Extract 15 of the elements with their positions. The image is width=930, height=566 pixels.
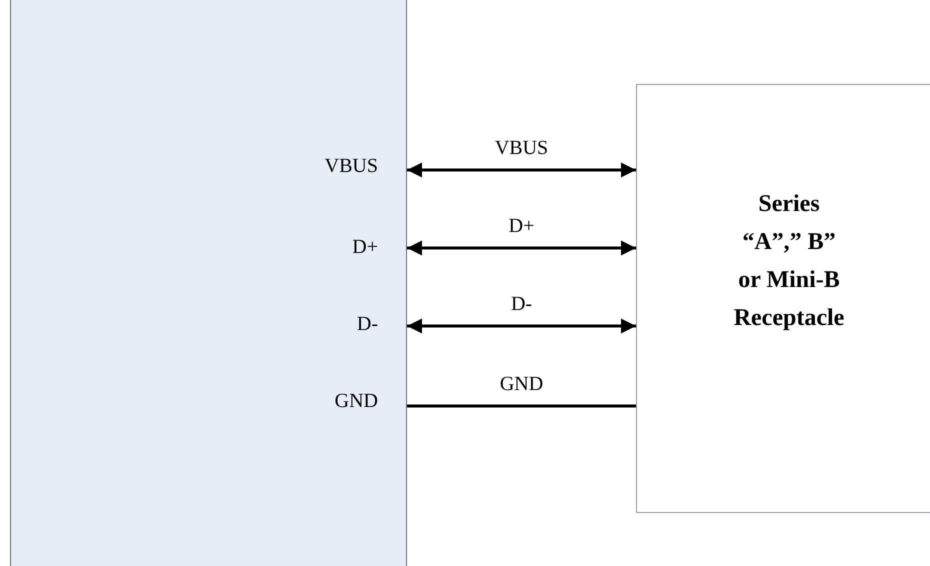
double-arrow	[407, 318, 636, 334]
receptacle-block	[636, 84, 930, 513]
pin-label: GND	[334, 390, 378, 413]
connector-line	[407, 404, 636, 408]
pin-label: D+	[352, 236, 378, 259]
pin-label: D-	[356, 313, 378, 336]
edge-label: D-	[510, 293, 532, 316]
edge-label: D+	[508, 215, 534, 238]
edge-label: VBUS	[494, 137, 548, 160]
device-block	[10, 0, 407, 566]
double-arrow	[407, 240, 636, 256]
edge-label: GND	[500, 373, 544, 396]
double-arrow	[407, 162, 636, 178]
receptacle-label: Series “A”,” B” or Mini-B Receptacle	[732, 190, 846, 333]
pin-label: VBUS	[324, 155, 378, 178]
